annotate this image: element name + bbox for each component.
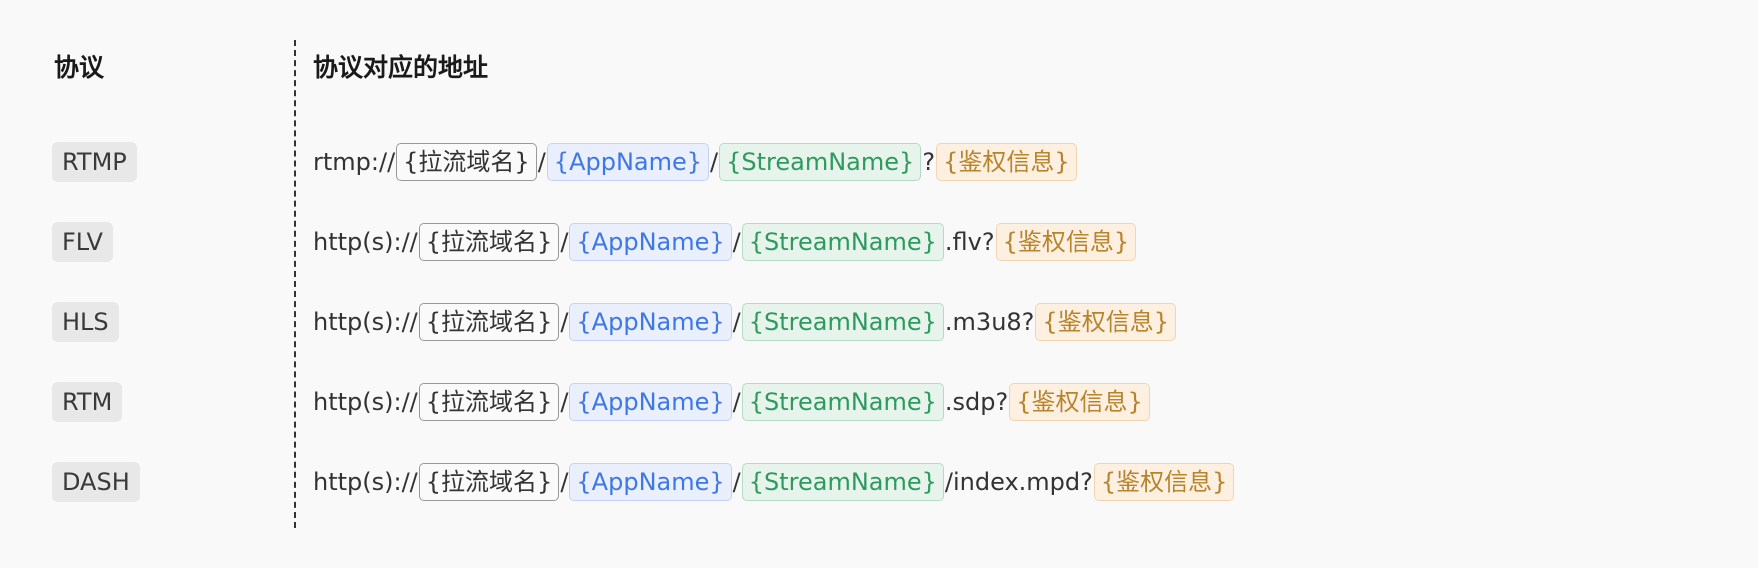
url-separator: / xyxy=(560,468,569,496)
app-name-placeholder: {AppName} xyxy=(569,223,732,261)
url-prefix: http(s):// xyxy=(313,388,418,416)
url-suffix: .flv? xyxy=(944,228,995,256)
protocol-url: http(s):// {拉流域名} / {AppName} / {StreamN… xyxy=(313,222,1137,262)
url-prefix: http(s):// xyxy=(313,308,418,336)
protocol-url: http(s):// {拉流域名} / {AppName} / {StreamN… xyxy=(313,462,1235,502)
protocol-url: rtmp:// {拉流域名} / {AppName} / {StreamName… xyxy=(313,142,1078,182)
table-row: RTM http(s):// {拉流域名} / {AppName} / {Str… xyxy=(0,380,1758,428)
column-divider xyxy=(294,40,296,528)
protocol-badge: HLS xyxy=(52,302,119,342)
table-row: HLS http(s):// {拉流域名} / {AppName} / {Str… xyxy=(0,300,1758,348)
protocol-url: http(s):// {拉流域名} / {AppName} / {StreamN… xyxy=(313,302,1177,342)
url-separator: / xyxy=(732,388,741,416)
url-separator: / xyxy=(560,228,569,256)
url-suffix: ? xyxy=(922,148,936,176)
url-suffix: .m3u8? xyxy=(944,308,1035,336)
app-name-placeholder: {AppName} xyxy=(569,383,732,421)
table-row: DASH http(s):// {拉流域名} / {AppName} / {St… xyxy=(0,460,1758,508)
url-separator: / xyxy=(732,468,741,496)
url-suffix: .sdp? xyxy=(944,388,1009,416)
stream-name-placeholder: {StreamName} xyxy=(719,143,922,181)
auth-info-placeholder: {鉴权信息} xyxy=(936,143,1077,181)
stream-name-placeholder: {StreamName} xyxy=(741,303,944,341)
app-name-placeholder: {AppName} xyxy=(569,463,732,501)
url-separator: / xyxy=(537,148,546,176)
domain-placeholder: {拉流域名} xyxy=(418,383,560,421)
url-prefix: http(s):// xyxy=(313,468,418,496)
app-name-placeholder: {AppName} xyxy=(569,303,732,341)
auth-info-placeholder: {鉴权信息} xyxy=(995,223,1137,261)
auth-info-placeholder: {鉴权信息} xyxy=(1009,383,1150,421)
app-name-placeholder: {AppName} xyxy=(546,143,710,181)
table-row: RTMP rtmp:// {拉流域名} / {AppName} / {Strea… xyxy=(0,140,1758,188)
auth-info-placeholder: {鉴权信息} xyxy=(1035,303,1176,341)
protocol-badge: DASH xyxy=(52,462,140,502)
url-separator: / xyxy=(710,148,719,176)
url-prefix: rtmp:// xyxy=(313,148,396,176)
domain-placeholder: {拉流域名} xyxy=(418,223,560,261)
url-separator: / xyxy=(560,388,569,416)
auth-info-placeholder: {鉴权信息} xyxy=(1093,463,1235,501)
url-suffix: /index.mpd? xyxy=(944,468,1093,496)
domain-placeholder: {拉流域名} xyxy=(418,303,560,341)
stream-name-placeholder: {StreamName} xyxy=(741,463,944,501)
url-separator: / xyxy=(732,228,741,256)
url-separator: / xyxy=(732,308,741,336)
protocol-badge: FLV xyxy=(52,222,113,262)
header-address: 协议对应的地址 xyxy=(313,53,489,82)
url-separator: / xyxy=(560,308,569,336)
stream-name-placeholder: {StreamName} xyxy=(741,223,944,261)
protocol-url: http(s):// {拉流域名} / {AppName} / {StreamN… xyxy=(313,382,1151,422)
domain-placeholder: {拉流域名} xyxy=(396,143,537,181)
url-prefix: http(s):// xyxy=(313,228,418,256)
protocol-badge: RTMP xyxy=(52,142,137,182)
domain-placeholder: {拉流域名} xyxy=(418,463,560,501)
protocol-badge: RTM xyxy=(52,382,123,422)
stream-name-placeholder: {StreamName} xyxy=(741,383,944,421)
table-row: FLV http(s):// {拉流域名} / {AppName} / {Str… xyxy=(0,220,1758,268)
header-protocol: 协议 xyxy=(54,53,105,82)
